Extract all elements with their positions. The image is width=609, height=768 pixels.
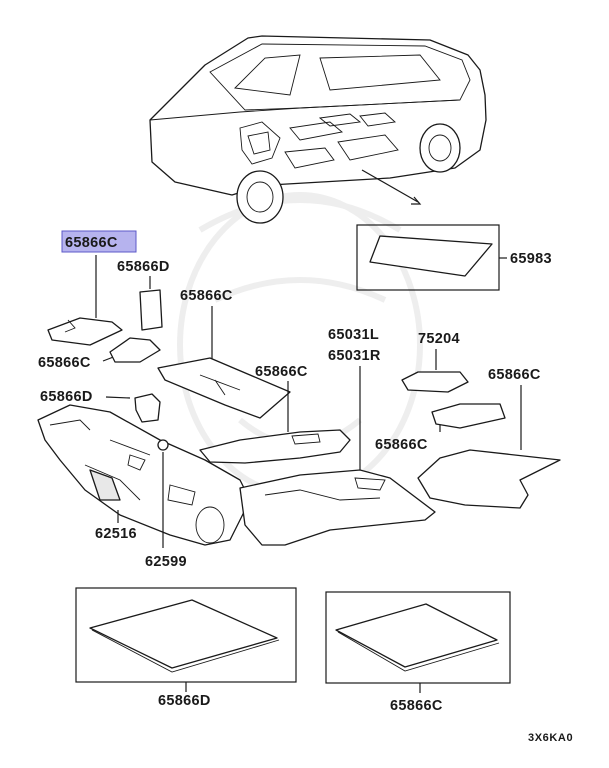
diagram-code: 3X6KA0 [528,732,573,744]
label-65866c-left[interactable]: 65866C [38,355,91,371]
label-65866d-bottom[interactable]: 65866D [158,693,211,709]
label-62599[interactable]: 62599 [145,554,187,570]
pad-75204 [401,371,469,393]
insulator-65866c-upper-left [47,317,123,346]
insulator-65866c-sheet [335,603,498,668]
highlight-box [61,230,137,253]
label-65866c-highlighted[interactable]: 65866C [65,235,118,251]
label-65866c-right[interactable]: 65866C [488,367,541,383]
floor-carpet-65031 [239,469,436,546]
insulator-65866c-mid-long [157,357,291,419]
insulator-65866c-rear-floor [417,449,561,509]
label-65866d-upper[interactable]: 65866D [117,259,170,275]
car-illustration [149,35,487,224]
insulator-65866d-sheet [89,599,278,669]
insulator-pad-65983 [369,235,493,277]
label-65031l[interactable]: 65031L [328,327,379,343]
label-75204[interactable]: 75204 [418,331,460,347]
label-65866c-mid[interactable]: 65866C [255,364,308,380]
label-65983: 65983 [510,251,552,267]
label-65031r[interactable]: 65031R [328,348,381,364]
insulator-65866d-upper [139,289,163,331]
insulator-65866d-left [134,393,161,423]
label-65866c-top-mid[interactable]: 65866C [180,288,233,304]
label-65866c-bottom[interactable]: 65866C [390,698,443,714]
box-65866c-bottom [325,591,511,684]
label-65866c-right-lower[interactable]: 65866C [375,437,428,453]
label-62516[interactable]: 62516 [95,526,137,542]
insulator-65866c-left [109,337,161,363]
insulator-65866c-tunnel [199,429,351,464]
label-65866d-left[interactable]: 65866D [40,389,93,405]
clip-62599 [157,439,169,451]
insulator-65866c-rear-small [431,403,506,429]
dash-panel-62516 [37,404,251,546]
